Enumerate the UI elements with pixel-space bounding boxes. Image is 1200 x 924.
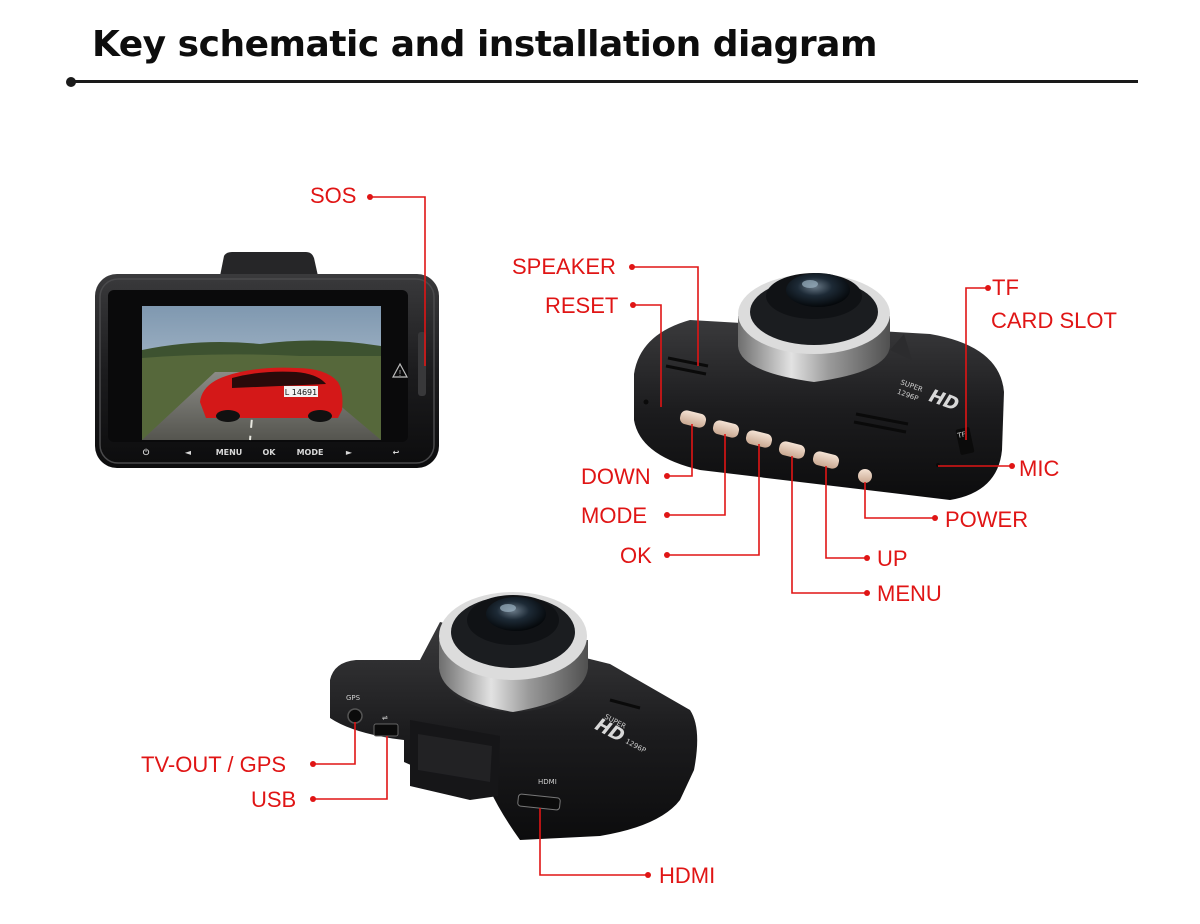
label-sos: SOS bbox=[310, 183, 356, 208]
up-button-angled[interactable] bbox=[778, 440, 807, 460]
label-mic: MIC bbox=[1019, 456, 1059, 481]
screen-image: L 14691 bbox=[142, 306, 381, 441]
dashcam-rear-view: L 14691 ! ⏻ ◄ MENU OK MODE ► ↩ bbox=[95, 252, 439, 468]
power-button[interactable] bbox=[858, 469, 872, 483]
right-arrow-icon[interactable]: ► bbox=[346, 448, 353, 457]
title-rule bbox=[70, 80, 1138, 83]
sos-button[interactable] bbox=[418, 332, 426, 396]
label-tf: TF bbox=[992, 275, 1019, 300]
label-tvout-gps: TV-OUT / GPS bbox=[141, 752, 286, 777]
hdmi-port[interactable] bbox=[517, 793, 561, 811]
gps-port-label: GPS bbox=[346, 694, 361, 702]
tv-out-gps-port[interactable] bbox=[347, 708, 363, 724]
label-menu: MENU bbox=[877, 581, 942, 606]
lens bbox=[738, 273, 890, 382]
speaker-grille bbox=[665, 356, 909, 434]
plate-text: L 14691 bbox=[285, 388, 317, 397]
label-power: POWER bbox=[945, 507, 1028, 532]
page-title: Key schematic and installation diagram bbox=[92, 24, 878, 65]
label-speaker: SPEAKER bbox=[512, 254, 616, 279]
label-ok: OK bbox=[620, 543, 652, 568]
power-icon[interactable]: ⏻ bbox=[143, 448, 150, 457]
mode-button-label[interactable]: MODE bbox=[297, 448, 324, 457]
mode-button[interactable] bbox=[712, 419, 741, 439]
ok-button[interactable] bbox=[745, 429, 774, 449]
warning-icon: ! bbox=[391, 362, 409, 378]
menu-button-angled[interactable] bbox=[812, 450, 841, 470]
svg-text:!: ! bbox=[399, 369, 401, 378]
usb-icon: ⇌ bbox=[382, 714, 388, 722]
label-up: UP bbox=[877, 546, 908, 571]
menu-button-label[interactable]: MENU bbox=[216, 448, 243, 457]
label-mode: MODE bbox=[581, 503, 647, 528]
label-down: DOWN bbox=[581, 464, 651, 489]
usb-port[interactable] bbox=[373, 723, 399, 737]
down-button[interactable] bbox=[679, 409, 708, 429]
svg-text:TF: TF bbox=[956, 430, 967, 440]
label-hdmi: HDMI bbox=[659, 863, 715, 888]
hdmi-port-label: HDMI bbox=[538, 778, 557, 786]
label-card-slot: CARD SLOT bbox=[991, 308, 1117, 333]
label-reset: RESET bbox=[545, 293, 618, 318]
reset-hole[interactable] bbox=[643, 399, 649, 405]
label-usb: USB bbox=[251, 787, 296, 812]
callout-leaders bbox=[310, 194, 1015, 878]
ok-button-label[interactable]: OK bbox=[263, 448, 277, 457]
return-icon[interactable]: ↩ bbox=[393, 448, 400, 457]
tf-card-slot[interactable] bbox=[955, 427, 975, 455]
left-arrow-icon[interactable]: ◄ bbox=[185, 448, 192, 457]
dashcam-angled-view: SUPER HD 1296P TF bbox=[634, 273, 1004, 500]
lens-2 bbox=[439, 592, 588, 712]
dashcam-ports-view: SUPER HD 1296P GPS ⇌ HDMI bbox=[330, 592, 698, 840]
callout-labels: SOS SPEAKER RESET TF CARD SLOT MIC DOWN … bbox=[141, 183, 1117, 888]
